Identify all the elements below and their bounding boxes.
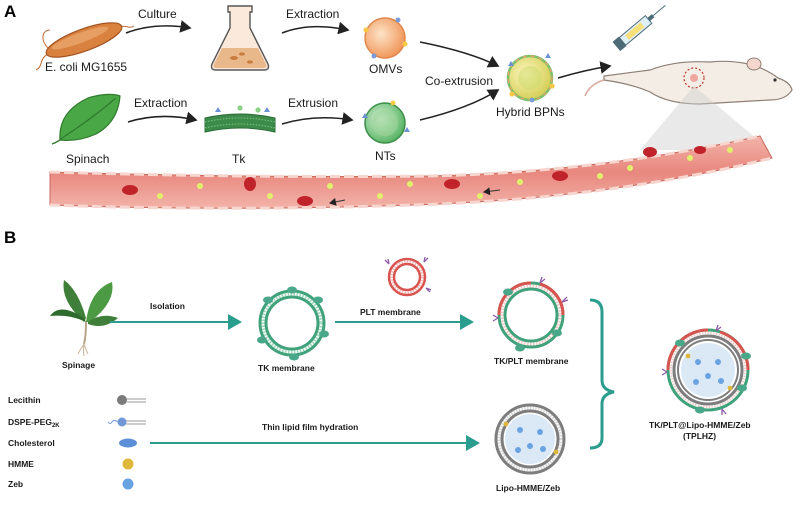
zoom-cone [640,86,770,150]
cholesterol-icon [119,438,137,448]
hybrid-label: Hybrid BPNs [496,105,565,119]
tk-membrane-label: TK membrane [258,363,315,373]
extraction-bottom-label: Extraction [134,96,187,110]
hybrid-to-mouse-arrow [557,61,612,79]
spinach-icon [51,93,121,145]
plt-membrane-vesicle [384,256,432,297]
omv-vesicle [363,17,408,59]
mouse-illustration [584,57,793,105]
nt-to-hybrid-arrow [419,89,500,121]
isolation-label: Isolation [150,301,185,311]
thin-film-label: Thin lipid film hydration [262,422,358,432]
culture-label: Culture [138,7,177,21]
combine-brace [589,298,615,450]
tk-membrane-vesicle [257,286,329,361]
component-legend: Lecithin DSPE-PEG2K Cholesterol HMME Zeb [8,395,146,490]
syringe-icon [612,4,666,52]
tk-plt-membrane-vesicle [492,276,569,352]
nt-vesicle [362,100,410,144]
spinach-label: Spinach [66,152,109,166]
lipo-hmme-zeb-vesicle [494,403,566,475]
flask-icon [210,5,270,71]
ecoli-illustration [35,22,135,71]
legend-hmme-label: HMME [8,459,34,469]
omv-to-hybrid-arrow [419,41,500,68]
lipo-label: Lipo-HMME/Zeb [496,483,560,493]
dspe-sub: 2K [52,423,60,429]
extrusion-label: Extrusion [288,96,338,110]
spinage-label: Spinage [62,360,95,370]
extrusion-arrow [281,112,354,125]
blood-vessel [49,134,773,210]
coextrusion-label: Co-extrusion [425,74,493,88]
culture-arrow [125,20,192,34]
extraction-top-label: Extraction [286,7,339,21]
tk-label: Tk [232,152,246,166]
nts-label: NTs [375,149,396,163]
hybrid-bpn-vesicle [506,53,555,103]
legend-cholesterol-label: Cholesterol [8,438,55,448]
dspe-main: DSPE-PEG [8,417,52,427]
extraction-bottom-arrow [127,111,198,125]
legend-lecithin-label: Lecithin [8,395,41,405]
omvs-label: OMVs [369,62,402,76]
tplhz-label-line1: TK/PLT@Lipo-HMME/Zeb [649,420,751,430]
dspe-peg-icon [107,417,146,427]
panel-a-letter: A [4,2,16,21]
legend-dspe-label: DSPE-PEG2K [8,417,60,429]
plt-membrane-label: PLT membrane [360,307,421,317]
hmme-icon [122,458,134,470]
tk-plt-label: TK/PLT membrane [494,356,569,366]
tplhz-label-line2: (TPLHZ) [683,431,716,441]
lecithin-icon [117,395,146,405]
thylakoid-membrane [204,105,276,133]
ecoli-label: E. coli MG1655 [45,60,127,74]
tplhz-vesicle [661,324,751,415]
zeb-icon [122,478,134,490]
extraction-top-arrow [281,21,350,35]
spinage-plant-icon [50,280,118,357]
panel-b-letter: B [4,228,16,247]
legend-zeb-label: Zeb [8,479,23,489]
